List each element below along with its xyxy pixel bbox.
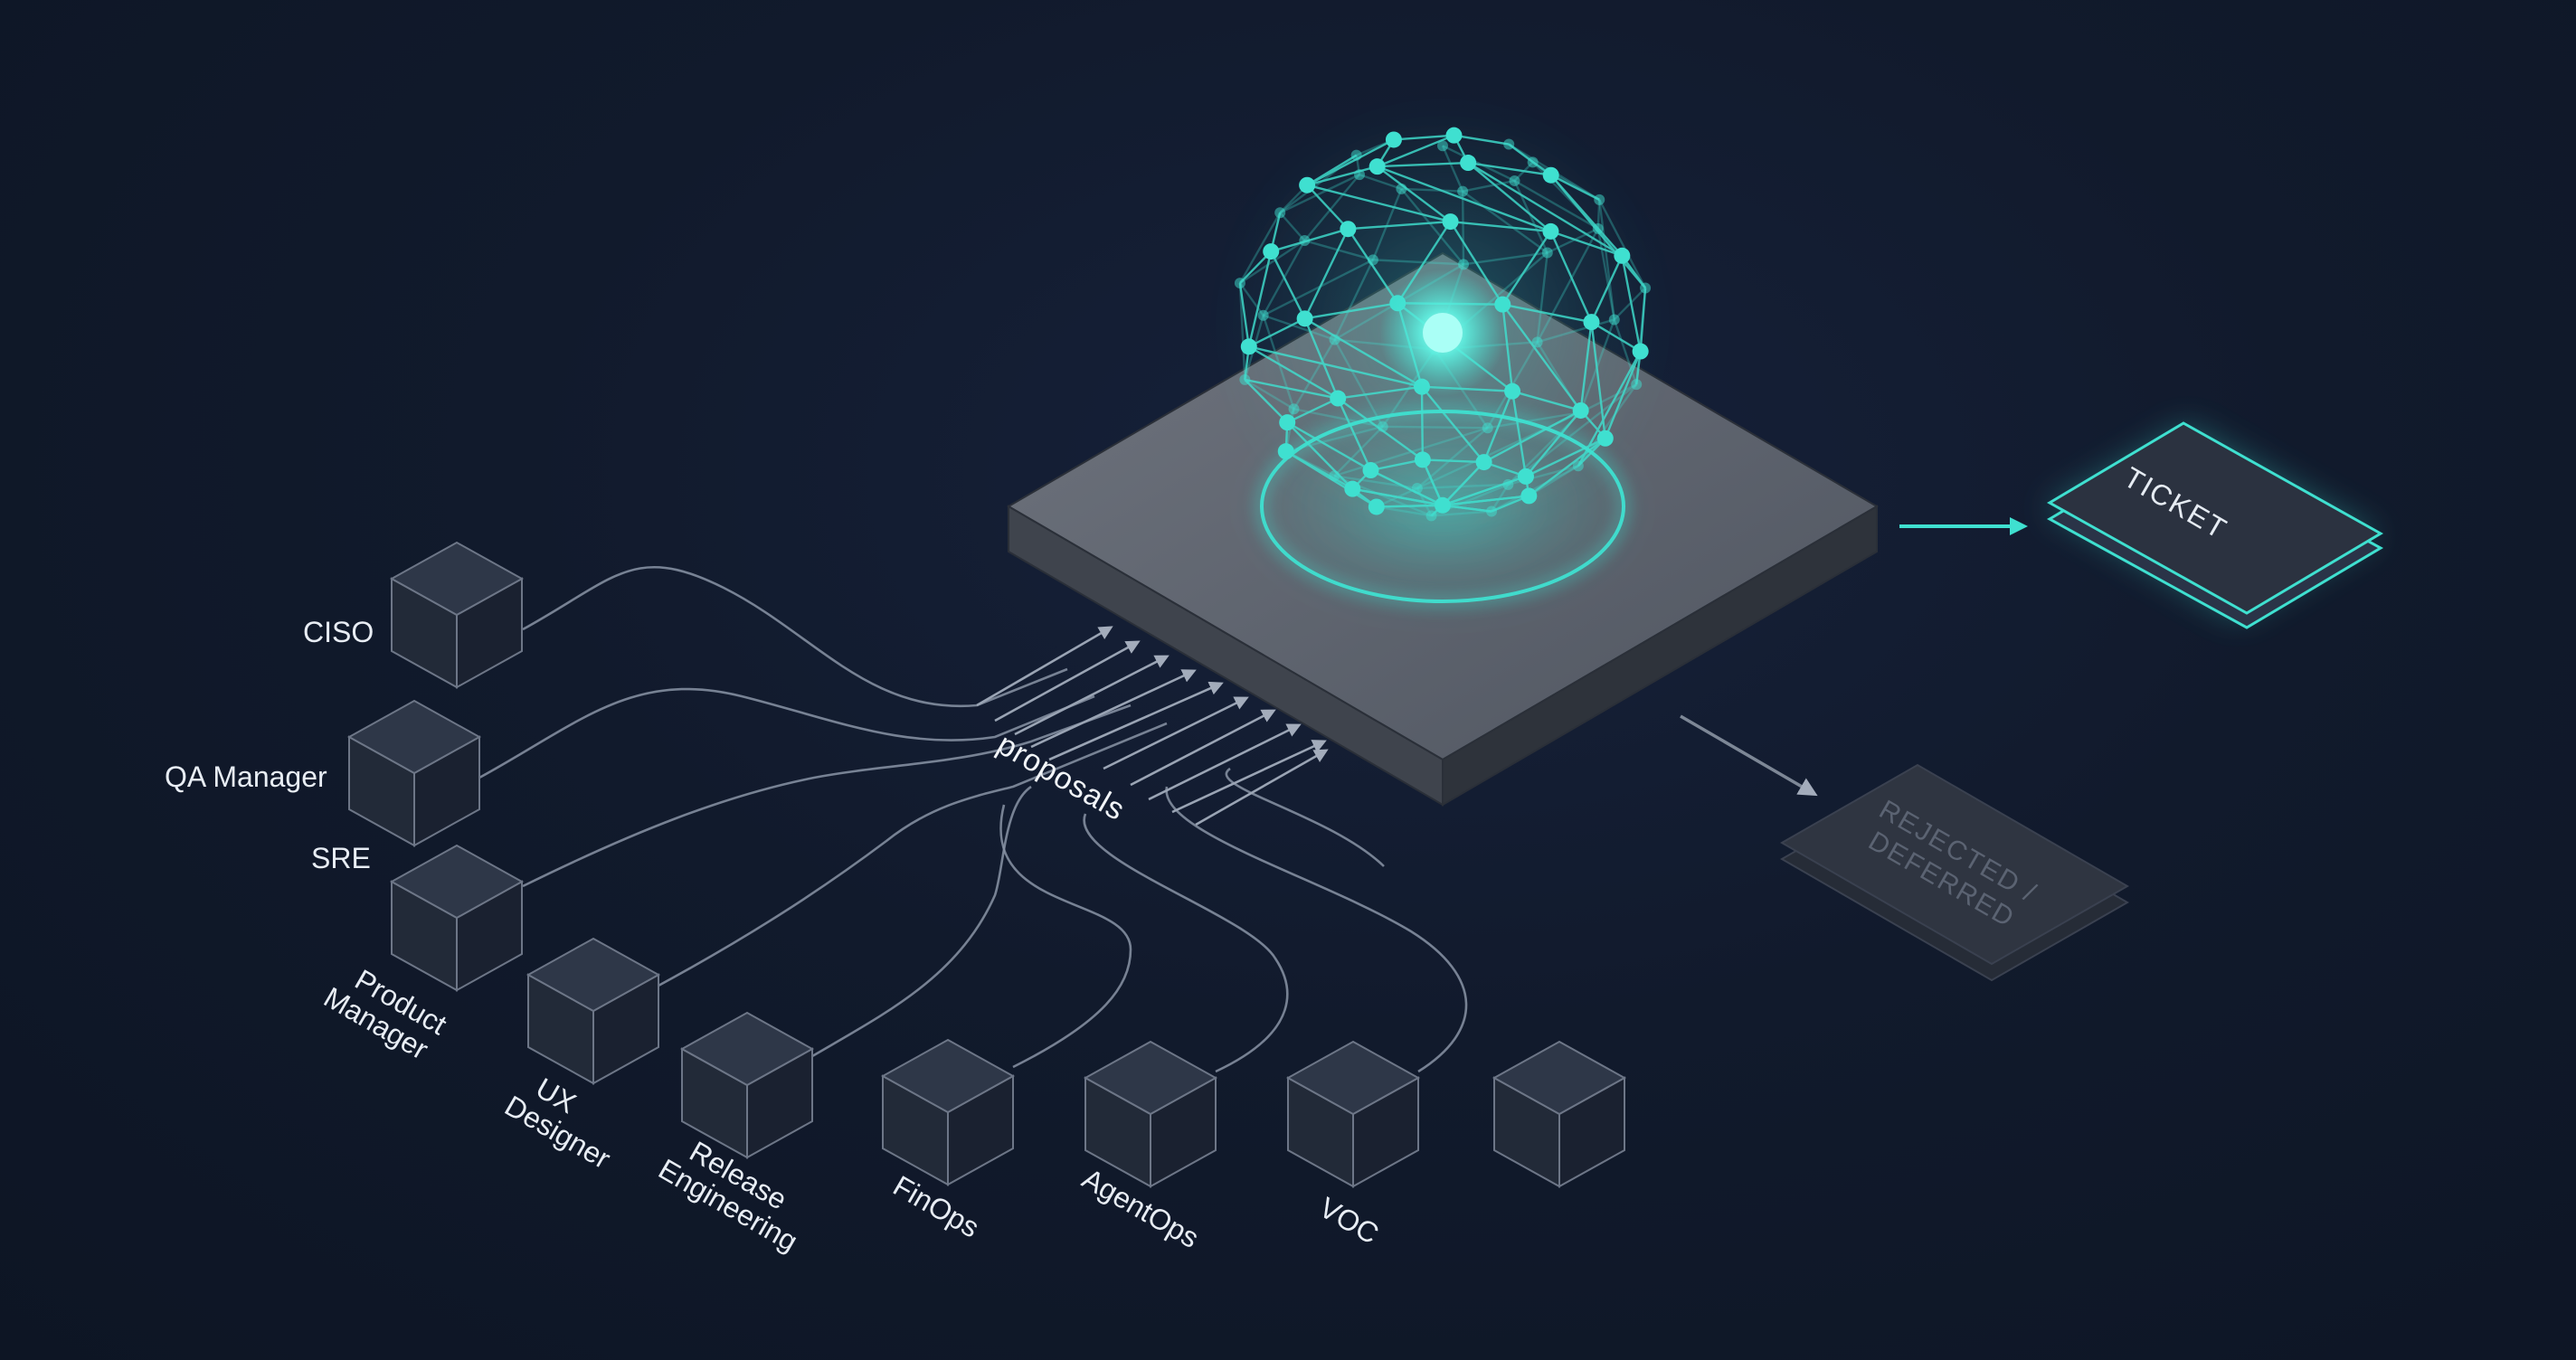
proposal-arrow-2 — [994, 640, 1141, 722]
cube-product-manager-icon — [526, 937, 661, 1085]
connector-ux-designer — [811, 785, 1032, 1058]
proposal-arrow-9 — [1171, 740, 1327, 814]
proposal-arrow-6 — [1103, 696, 1249, 770]
connector-finops — [1083, 813, 1289, 1073]
cube-voc-icon — [1492, 1040, 1627, 1188]
cube-finops-icon — [1083, 1040, 1218, 1188]
role-label-finops: FinOps — [888, 1169, 985, 1244]
cube-qa-manager-icon — [346, 699, 482, 847]
proposal-arrow-5 — [1048, 681, 1224, 761]
proposal-arrow-10 — [1195, 749, 1329, 826]
connector-product-manager — [658, 722, 1168, 987]
connector-qa-manager — [478, 687, 1095, 779]
connector-ciso — [522, 566, 1068, 708]
cube-ciso-icon — [389, 541, 525, 689]
connector-lines — [478, 566, 1468, 1073]
proposal-arrows — [976, 626, 1329, 826]
cube-release-engineering-icon — [880, 1038, 1016, 1186]
cube-ux-designer-icon — [679, 1011, 815, 1159]
connector-voc — [1225, 767, 1385, 867]
cube-sre-icon — [389, 844, 525, 992]
role-label-ciso: CISO — [303, 616, 374, 648]
rejected-card: REJECTED /DEFERRED — [1779, 763, 2130, 982]
proposal-arrow-3 — [1014, 655, 1170, 736]
cube-agentops-icon — [1285, 1040, 1421, 1188]
role-label-ux-designer: UXDesigner — [499, 1062, 631, 1176]
proposal-arrow-1 — [976, 626, 1113, 707]
connector-release-engineering — [999, 804, 1132, 1069]
proposal-arrow-4 — [1030, 669, 1197, 749]
proposal-arrow-8 — [1148, 723, 1302, 801]
connector-agentops — [1165, 786, 1468, 1073]
core-node — [1423, 313, 1463, 353]
ticket-card: TICKET — [2046, 421, 2384, 629]
role-labels: CISO QA Manager SRE ProductManager UXDes… — [165, 616, 1385, 1258]
proposal-arrow-7 — [1130, 709, 1276, 787]
role-label-qa-manager: QA Manager — [165, 760, 327, 793]
role-label-voc: VOC — [1314, 1191, 1385, 1251]
geodesic-sphere-icon — [1217, 99, 1669, 552]
role-cubes — [346, 541, 1627, 1188]
connector-sre — [522, 704, 1132, 888]
role-label-sre: SRE — [311, 842, 371, 874]
rejected-arrow — [1680, 714, 1818, 797]
